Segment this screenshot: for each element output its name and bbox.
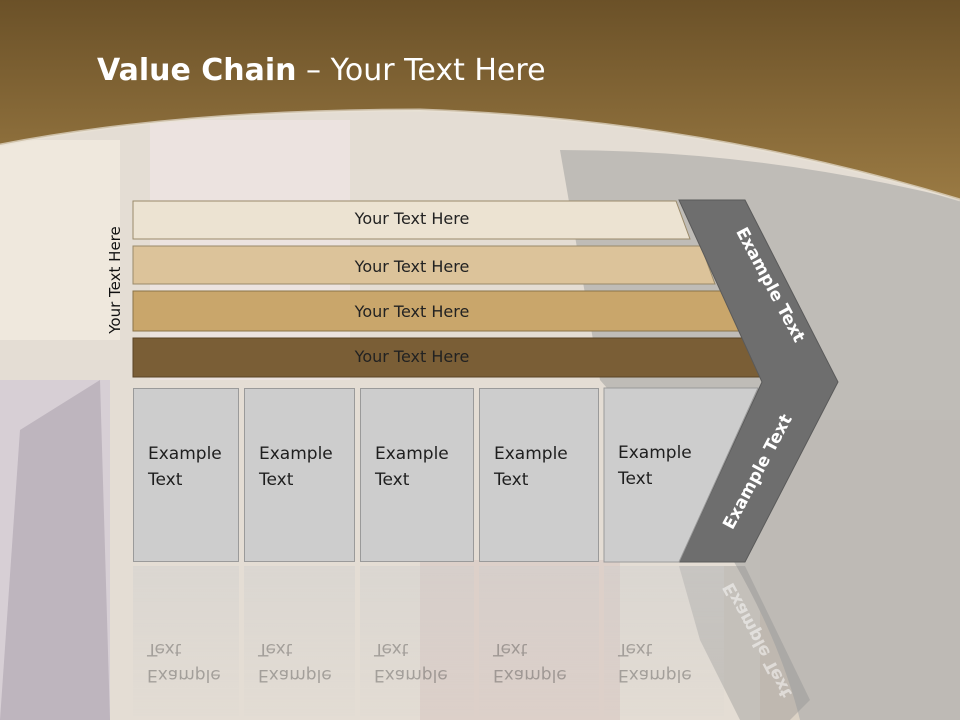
title-bold: Value Chain [97,53,297,88]
cell-5-shape [603,387,759,563]
row-bar-1 [132,200,691,240]
cell-5: Example Text [604,388,724,562]
cell-2-line1: Example [259,444,333,464]
row-label-3: Your Text Here [354,302,470,321]
row-label-2: Your Text Here [354,257,470,276]
cell-1-line2: Text [148,470,183,490]
cell-5-line2: Text [618,469,653,489]
cell-1: Example Text [133,388,239,562]
cell-4: Example Text [479,388,599,562]
cell-5-line1: Example [618,443,692,463]
cell-1-line1: Example [148,444,222,464]
cell-3-line1: Example [375,444,449,464]
cell-4-line1: Example [494,444,568,464]
cell-2: Example Text [244,388,355,562]
chevron-reflection [679,566,810,720]
cell-4-line2: Text [494,470,529,490]
slide-title: Value Chain – Your Text Here [97,53,546,88]
cell-3: Example Text [360,388,474,562]
chevron-arrow [678,199,839,563]
row-bar-2 [132,245,716,285]
row-label-4: Your Text Here [354,347,470,366]
cell-2-line2: Text [259,470,294,490]
cell-3-line2: Text [375,470,410,490]
row-label-1: Your Text Here [354,209,470,228]
title-rest: – Your Text Here [296,53,546,88]
